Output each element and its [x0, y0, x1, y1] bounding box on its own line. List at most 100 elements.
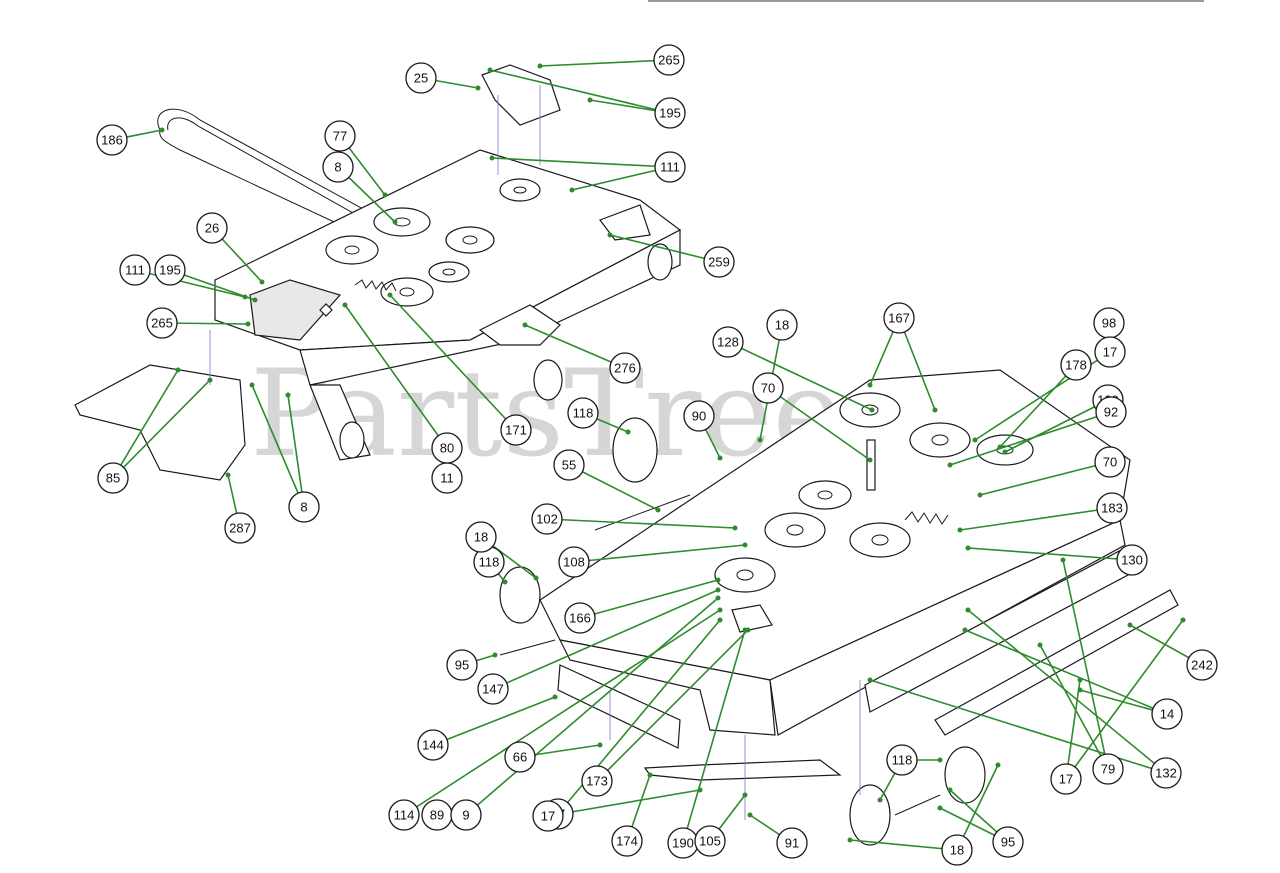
callout-8[interactable]: 8	[288, 491, 320, 523]
callout-18[interactable]: 18	[465, 521, 497, 553]
leader-arrowhead	[492, 652, 498, 658]
callout-label: 18	[775, 318, 789, 333]
callout-114[interactable]: 114	[388, 799, 420, 831]
upper-deck-assembly	[74, 64, 682, 481]
callout-132[interactable]: 132	[1150, 757, 1182, 789]
leader-line	[389, 294, 517, 431]
callout-18[interactable]: 18	[941, 834, 973, 866]
leader-line	[682, 629, 746, 844]
callout-95[interactable]: 95	[992, 826, 1024, 858]
callout-95[interactable]: 95	[446, 649, 478, 681]
wheel-lower-d	[944, 746, 986, 804]
callout-178[interactable]: 178	[1060, 349, 1092, 381]
leader-arrowhead	[972, 437, 978, 443]
callout-111[interactable]: 111	[119, 254, 151, 286]
callout-186[interactable]: 186	[96, 124, 128, 156]
callout-label: 70	[1103, 455, 1117, 470]
callout-label: 166	[569, 611, 591, 626]
callout-265[interactable]: 265	[653, 44, 685, 76]
callout-17[interactable]: 17	[1094, 336, 1126, 368]
leader-line	[959, 507, 1113, 531]
callout-105[interactable]: 105	[694, 825, 726, 857]
callout-147[interactable]: 147	[477, 673, 509, 705]
leader-line	[727, 341, 873, 411]
callout-92[interactable]: 92	[1095, 396, 1127, 428]
callout-195[interactable]: 195	[654, 97, 686, 129]
callout-130[interactable]: 130	[1116, 544, 1148, 576]
callout-98[interactable]: 98	[1093, 307, 1125, 339]
lower-deck-assembly	[499, 369, 1179, 846]
callout-label: 108	[563, 555, 585, 570]
callout-108[interactable]: 108	[558, 546, 590, 578]
callout-9[interactable]: 9	[450, 799, 482, 831]
callout-11[interactable]: 11	[431, 462, 463, 494]
callout-80[interactable]: 80	[431, 432, 463, 464]
leader-arrowhead	[249, 382, 255, 388]
callout-265[interactable]: 265	[146, 307, 178, 339]
callout-label: 111	[660, 160, 680, 175]
callout-111[interactable]: 111	[654, 151, 686, 183]
leader-line	[134, 269, 246, 298]
callout-8[interactable]: 8	[322, 151, 354, 183]
callout-14[interactable]: 14	[1151, 698, 1183, 730]
callout-183[interactable]: 183	[1096, 492, 1128, 524]
callout-66[interactable]: 66	[504, 741, 536, 773]
callout-85[interactable]: 85	[97, 462, 129, 494]
callout-label: 118	[573, 406, 594, 421]
callout-17[interactable]: 17	[532, 800, 564, 832]
callout-label: 102	[536, 512, 558, 527]
leader-arrowhead	[175, 367, 181, 373]
callout-17[interactable]: 17	[1050, 763, 1082, 795]
pulleys-upper	[325, 178, 541, 307]
leader-arrowhead	[259, 279, 265, 285]
callout-259[interactable]: 259	[703, 246, 735, 278]
callout-label: 147	[482, 682, 504, 697]
callout-89[interactable]: 89	[421, 799, 453, 831]
callout-118[interactable]: 118	[886, 744, 918, 776]
callout-287[interactable]: 287	[224, 512, 256, 544]
callout-label: 85	[106, 471, 120, 486]
callout-276[interactable]: 276	[609, 352, 641, 384]
discharge-chute	[74, 364, 246, 481]
callout-166[interactable]: 166	[564, 602, 596, 634]
callout-174[interactable]: 174	[611, 825, 643, 857]
callout-79[interactable]: 79	[1092, 753, 1124, 785]
callout-18[interactable]: 18	[766, 309, 798, 341]
leader-arrowhead	[867, 382, 873, 388]
callout-90[interactable]: 90	[683, 400, 715, 432]
callout-144[interactable]: 144	[417, 729, 449, 761]
leader-line	[967, 609, 1167, 774]
callout-25[interactable]: 25	[405, 62, 437, 94]
callout-167[interactable]: 167	[883, 302, 915, 334]
callout-171[interactable]: 171	[500, 414, 532, 446]
callout-70[interactable]: 70	[752, 372, 784, 404]
blade-174	[643, 759, 842, 781]
callout-173[interactable]: 173	[581, 765, 613, 797]
callout-242[interactable]: 242	[1186, 649, 1218, 681]
leader-arrowhead	[1060, 557, 1066, 563]
leader-arrowhead	[869, 407, 875, 413]
callout-128[interactable]: 128	[712, 326, 744, 358]
callout-190[interactable]: 190	[667, 827, 699, 859]
leader-line	[571, 166, 671, 191]
callout-70[interactable]: 70	[1094, 446, 1126, 478]
callout-102[interactable]: 102	[531, 503, 563, 535]
leader-arrowhead	[742, 627, 748, 633]
callout-label: 259	[708, 255, 730, 270]
leader-line	[112, 379, 211, 479]
callout-label: 114	[394, 808, 415, 823]
leader-arrowhead	[285, 392, 291, 398]
callout-77[interactable]: 77	[324, 120, 356, 152]
callout-118[interactable]: 118	[567, 397, 599, 429]
callout-195[interactable]: 195	[154, 254, 186, 286]
callout-label: 118	[892, 753, 913, 768]
leader-line	[524, 324, 626, 369]
leader-arrowhead	[1127, 622, 1133, 628]
callout-label: 95	[455, 658, 469, 673]
callout-55[interactable]: 55	[553, 449, 585, 481]
callout-91[interactable]: 91	[776, 827, 808, 859]
callout-label: 178	[1065, 358, 1087, 373]
callout-26[interactable]: 26	[196, 212, 228, 244]
leader-arrowhead	[977, 492, 983, 498]
